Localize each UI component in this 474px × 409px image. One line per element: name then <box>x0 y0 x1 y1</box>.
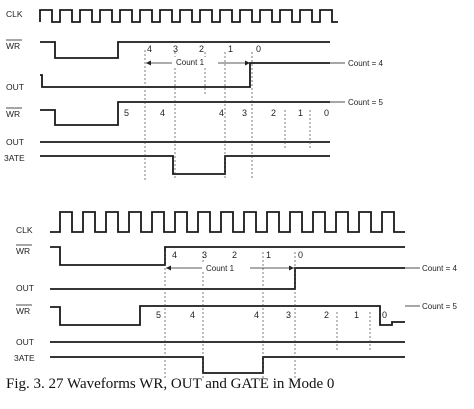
out2-label: OUT <box>16 337 34 347</box>
count-number: 3 <box>286 310 291 320</box>
count-number: 3 <box>242 108 247 118</box>
timing-diagram-top: CLK WR OUT WR OUT 3ATE 4 <box>4 9 383 180</box>
count-label: Count 1 <box>176 58 205 67</box>
count-number: 4 <box>147 44 152 54</box>
clk-label: CLK <box>16 225 33 235</box>
count-number: 0 <box>298 250 303 260</box>
count-number: 3 <box>202 250 207 260</box>
wr2-label: WR <box>16 306 30 316</box>
gate-label: 3ATE <box>14 353 35 363</box>
arrowhead-right <box>289 265 294 271</box>
count-right-label: Count = 5 <box>348 98 383 107</box>
out2-label: OUT <box>6 137 24 147</box>
out-label: OUT <box>6 82 24 92</box>
arrowhead-left <box>146 60 151 66</box>
count-number: 1 <box>298 108 303 118</box>
count-right-label: Count = 4 <box>348 59 383 68</box>
count-number: 1 <box>354 310 359 320</box>
count-number: 1 <box>266 250 271 260</box>
count-number: 5 <box>124 108 129 118</box>
out-label: OUT <box>16 283 34 293</box>
count-number: 0 <box>324 108 329 118</box>
guide-lines-bottom <box>164 252 371 378</box>
count-number: 0 <box>382 310 387 320</box>
out-waveform <box>50 267 405 290</box>
arrowhead-left <box>166 265 171 271</box>
wr2-label: WR <box>6 109 20 119</box>
count-number: 4 <box>190 310 195 320</box>
wr-waveform <box>40 41 330 59</box>
count-number: 2 <box>271 108 276 118</box>
count-number: 2 <box>232 250 237 260</box>
clk-waveform <box>39 9 338 23</box>
count-number: 0 <box>256 44 261 54</box>
wr-label: WR <box>16 246 30 256</box>
count-number: 4 <box>172 250 177 260</box>
wr-label: WR <box>6 41 20 51</box>
count-right-label: Count = 4 <box>422 264 457 273</box>
count-number: 1 <box>228 44 233 54</box>
clk-waveform <box>50 211 405 233</box>
wr2-waveform <box>40 101 330 126</box>
count-number: 4 <box>160 108 165 118</box>
wr2-waveform <box>50 305 405 326</box>
count-number: 4 <box>254 310 259 320</box>
wr-waveform <box>50 246 405 266</box>
guide-lines-top <box>144 50 311 180</box>
count-number: 2 <box>324 310 329 320</box>
count-number: 2 <box>199 44 204 54</box>
count-number: 3 <box>173 44 178 54</box>
count-number: 4 <box>219 108 224 118</box>
arrowhead-right <box>245 60 250 66</box>
count-label-bg <box>202 262 250 272</box>
count-label-bg <box>172 57 218 67</box>
out-waveform <box>40 62 330 88</box>
gate-label: 3ATE <box>4 153 25 163</box>
count-number: 5 <box>156 310 161 320</box>
gate-waveform <box>50 356 405 374</box>
count-right-label: Count = 5 <box>422 302 457 311</box>
gate-waveform <box>40 155 330 175</box>
clk-label: CLK <box>6 9 23 19</box>
timing-diagram-bottom: CLK WR OUT WR OUT 3ATE 4 3 2 1 0 Co <box>14 211 457 378</box>
count-label: Count 1 <box>206 264 235 273</box>
figure-caption: Fig. 3. 27 Waveforms WR, OUT and GATE in… <box>6 376 335 392</box>
